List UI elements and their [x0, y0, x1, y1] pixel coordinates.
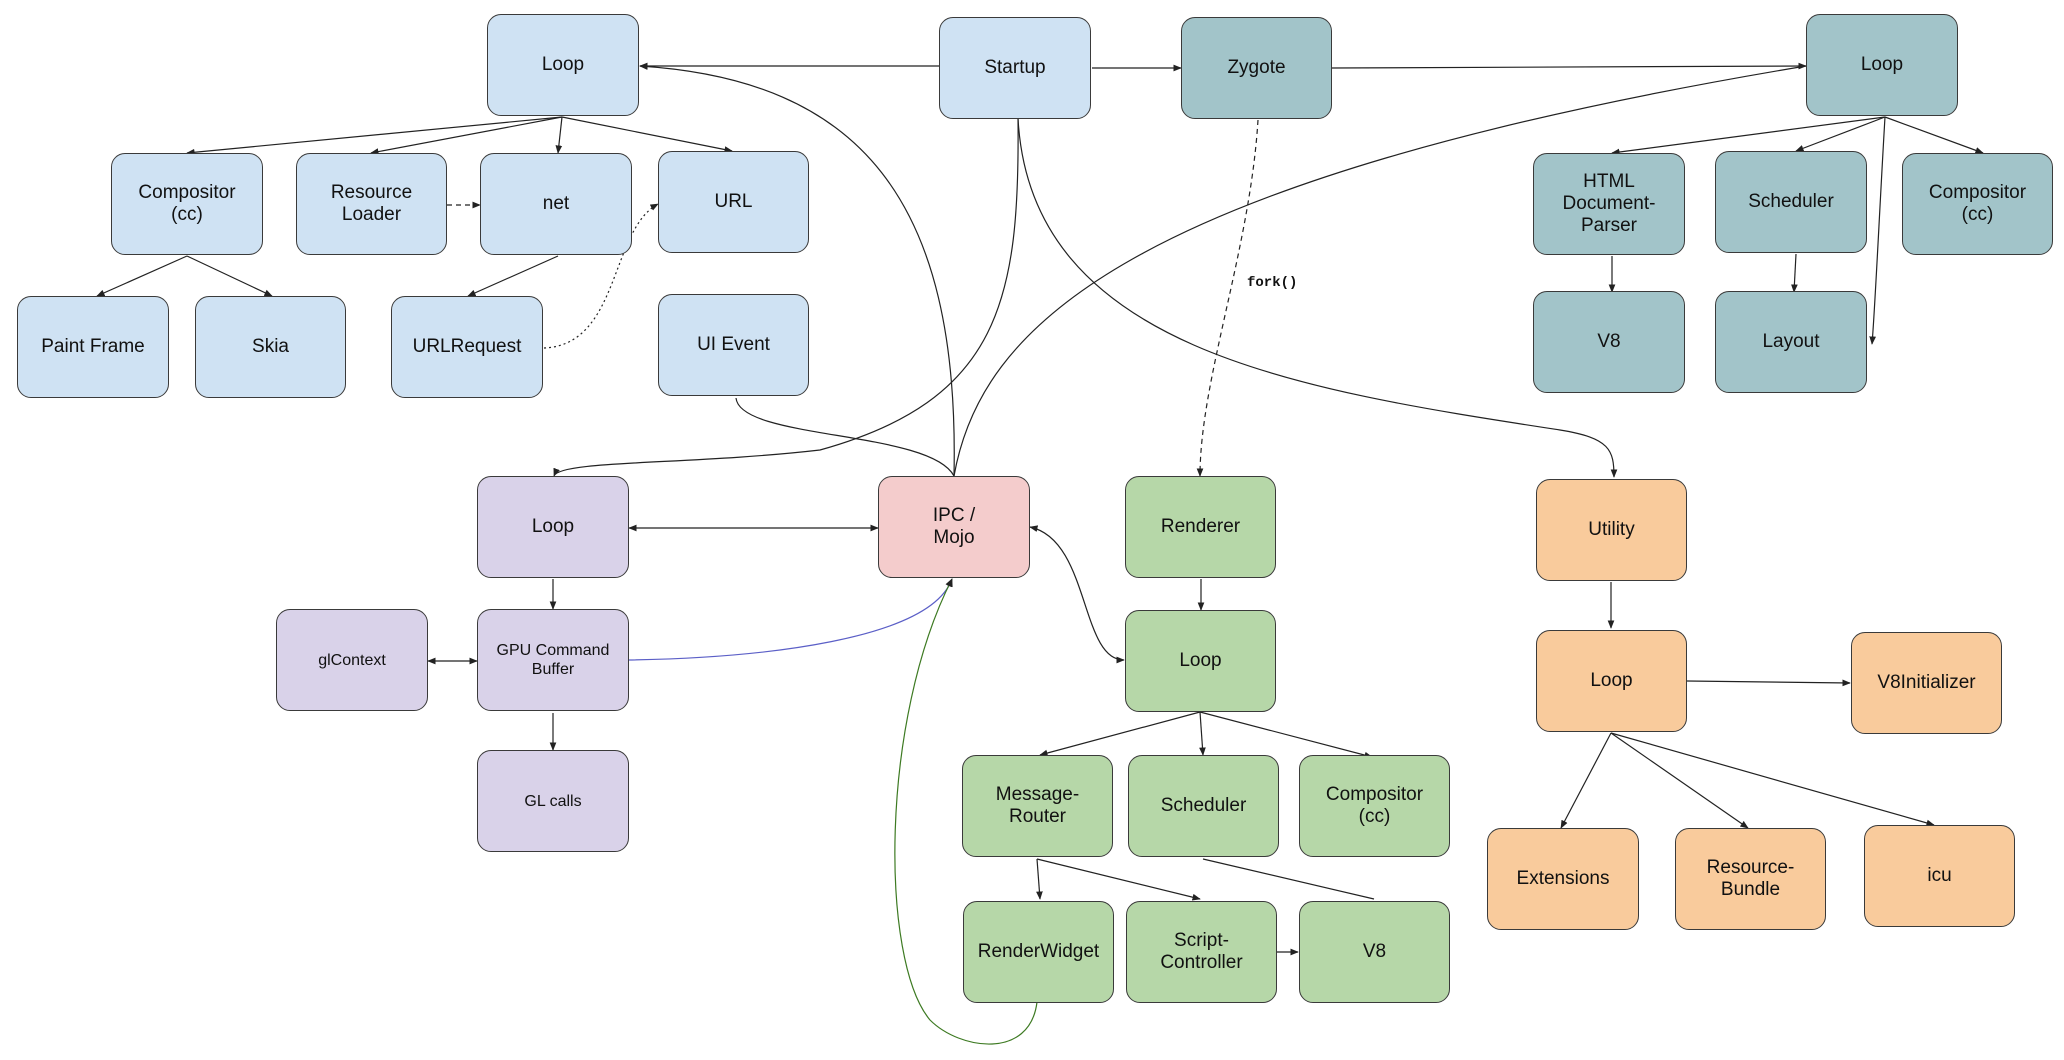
- skia-node[interactable]: Skia: [195, 296, 346, 398]
- edge-zloop-html-parser: [1611, 116, 1886, 156]
- paint-frame-node[interactable]: Paint Frame: [17, 296, 169, 398]
- edge-loop-resource-loader: [370, 116, 563, 155]
- edge-renderwidget-ipc: [894, 578, 1038, 1045]
- edge-ui-event-ipc: [735, 397, 955, 477]
- edge-rloop-msg-router: [1039, 711, 1201, 757]
- edge-zygote-loop: [1331, 62, 1807, 70]
- edge-browser-loop-ipc: [639, 63, 955, 477]
- startup-node[interactable]: Startup: [939, 17, 1091, 119]
- edge-uloop-v8init: [1686, 679, 1851, 687]
- edge-loop-url: [561, 116, 733, 153]
- layout-node[interactable]: Layout: [1715, 291, 1867, 393]
- edge-compositor-paint-frame: [96, 255, 188, 297]
- edge-startup-ipc: [955, 118, 1166, 477]
- browser-compositor-node[interactable]: Compositor (cc): [111, 153, 263, 255]
- edge-startup-utility: [1017, 117, 1618, 478]
- gl-calls-node[interactable]: GL calls: [477, 750, 629, 852]
- renderwidget-node[interactable]: RenderWidget: [963, 901, 1114, 1003]
- edge-zloop-compositor: [1884, 116, 1984, 154]
- edge-gpucmd-ipc: [627, 578, 953, 661]
- edge-msg-router-script-ctrl: [1036, 858, 1201, 901]
- gpu-command-buffer-node[interactable]: GPU Command Buffer: [477, 609, 629, 711]
- renderer-node[interactable]: Renderer: [1125, 476, 1276, 578]
- edge-zloop-layout: [1869, 116, 1886, 345]
- resource-bundle-node[interactable]: Resource- Bundle: [1675, 828, 1826, 930]
- renderer-v8-node[interactable]: V8: [1299, 901, 1450, 1003]
- zygote-scheduler-node[interactable]: Scheduler: [1715, 151, 1867, 253]
- edge-rloop-compositor: [1199, 711, 1373, 759]
- edge-zygote-renderer: [1196, 119, 1259, 477]
- urlrequest-node[interactable]: URLRequest: [391, 296, 543, 398]
- zygote-v8-node[interactable]: V8: [1533, 291, 1685, 393]
- browser-loop-node[interactable]: Loop: [487, 14, 639, 116]
- gpu-loop-node[interactable]: Loop: [477, 476, 629, 578]
- edge-ipc-zygote-loop: [953, 65, 1807, 477]
- extensions-node[interactable]: Extensions: [1487, 828, 1639, 930]
- edge-uloop-extensions: [1560, 732, 1612, 829]
- renderer-loop-node[interactable]: Loop: [1125, 610, 1276, 712]
- edge-urlrequest-url: [543, 203, 659, 349]
- v8initializer-node[interactable]: V8Initializer: [1851, 632, 2002, 734]
- edge-msg-router-renderwidget: [1036, 858, 1043, 900]
- edge-loop-net: [555, 116, 563, 154]
- zygote-node[interactable]: Zygote: [1181, 17, 1332, 119]
- zygote-compositor-node[interactable]: Compositor (cc): [1902, 153, 2053, 255]
- edge-loop-compositor: [186, 116, 563, 156]
- renderer-compositor-node[interactable]: Compositor (cc): [1299, 755, 1450, 857]
- net-node[interactable]: net: [480, 153, 632, 255]
- edge-net-urlrequest: [467, 255, 559, 297]
- utility-loop-node[interactable]: Loop: [1536, 630, 1687, 732]
- ui-event-node[interactable]: UI Event: [658, 294, 809, 396]
- script-controller-node[interactable]: Script- Controller: [1126, 901, 1277, 1003]
- edge-scheduler-layout: [1791, 253, 1798, 293]
- glcontext-node[interactable]: glContext: [276, 609, 428, 711]
- edge-compositor-skia: [186, 255, 273, 297]
- resource-loader-node[interactable]: Resource Loader: [296, 153, 447, 255]
- edge-rloop-scheduler: [1199, 711, 1206, 756]
- fork-edge-label: fork(): [1247, 275, 1298, 291]
- html-document-parser-node[interactable]: HTML Document- Parser: [1533, 153, 1685, 255]
- renderer-scheduler-node[interactable]: Scheduler: [1128, 755, 1279, 857]
- ipc-mojo-node[interactable]: IPC / Mojo: [878, 476, 1030, 578]
- message-router-node[interactable]: Message- Router: [962, 755, 1113, 857]
- edge-zloop-scheduler: [1795, 116, 1886, 152]
- edge-uloop-icu: [1610, 732, 1935, 827]
- utility-node[interactable]: Utility: [1536, 479, 1687, 581]
- zygote-loop-node[interactable]: Loop: [1806, 14, 1958, 116]
- icu-node[interactable]: icu: [1864, 825, 2015, 927]
- edge-scheduler-v8: [1202, 858, 1375, 900]
- edge-uloop-resource-bundle: [1610, 732, 1749, 829]
- edge-ipc-renderer-loop: [1029, 525, 1125, 664]
- url-node[interactable]: URL: [658, 151, 809, 253]
